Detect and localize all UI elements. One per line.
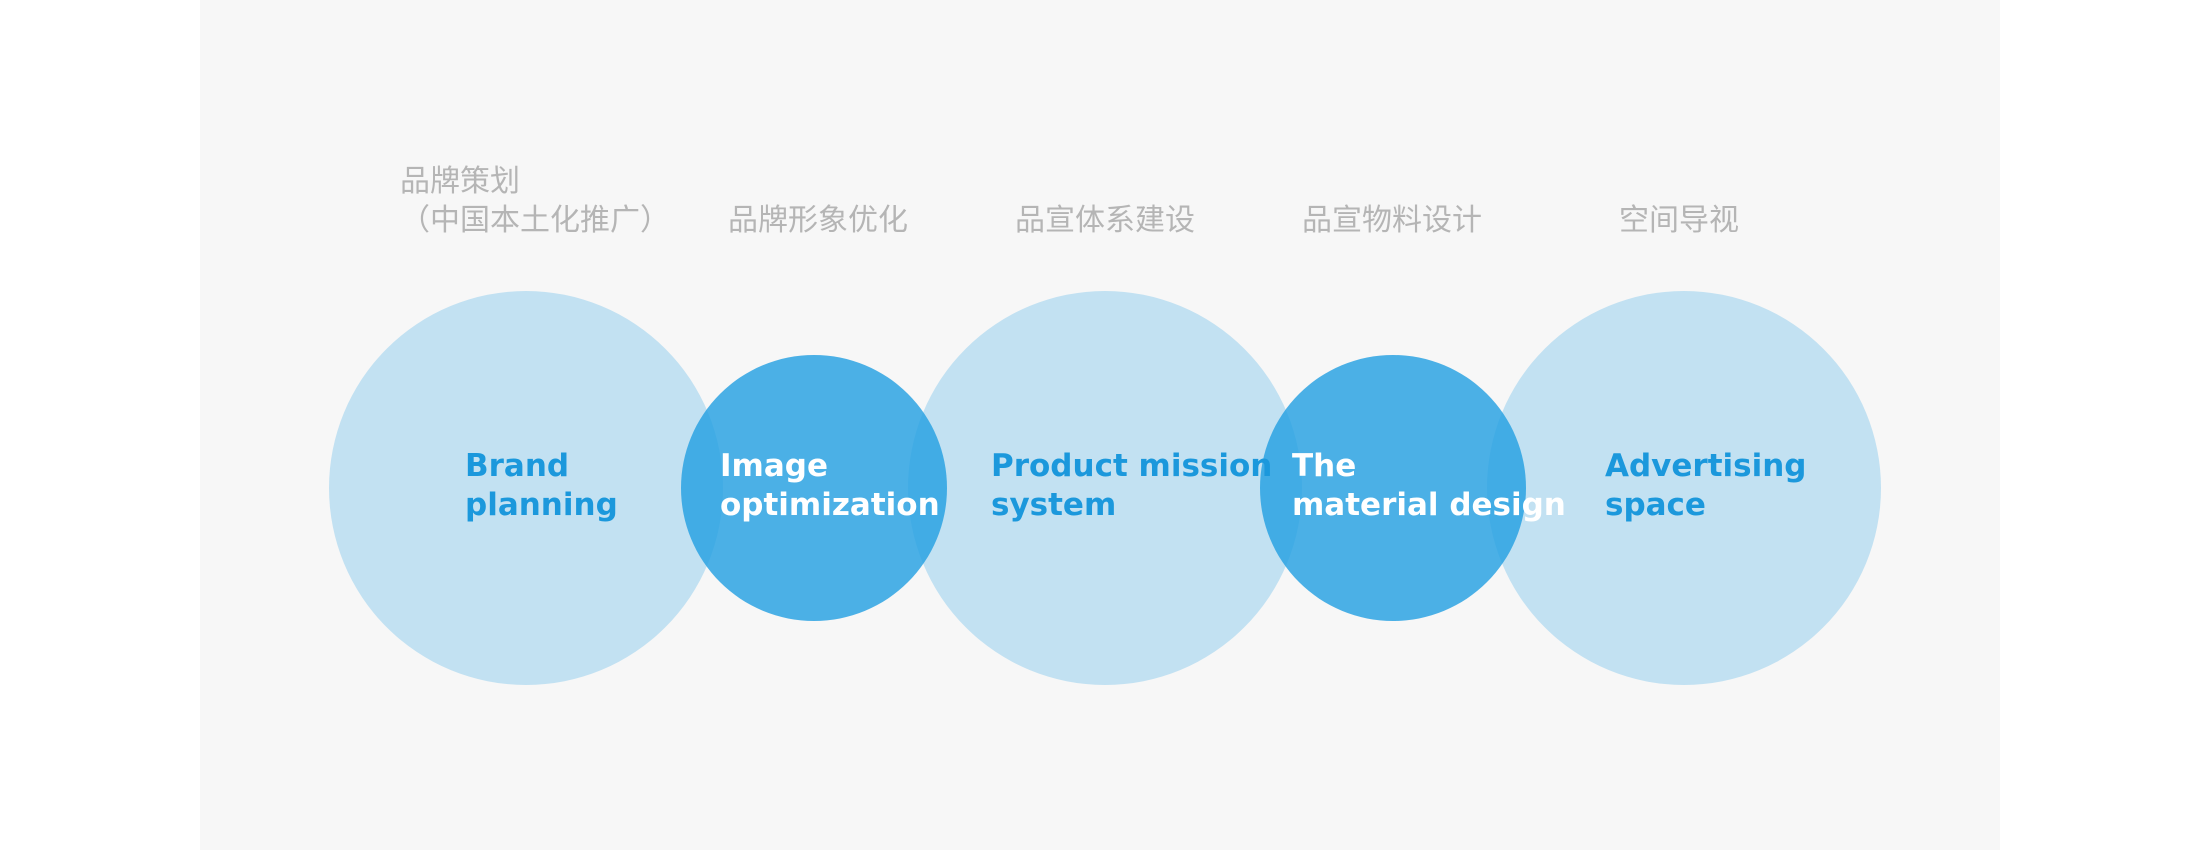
stage-3-en-line-2: system [991, 487, 1117, 523]
stage-3-circle [908, 291, 1302, 685]
stage-1-en-label: Brand planning [465, 447, 618, 525]
stage-1-en-line-1: Brand [465, 448, 570, 484]
stage-3-zh-label: 品宣体系建设 [1015, 201, 1195, 240]
stage-4-circle [1260, 355, 1526, 621]
stage-5-en-label: Advertising space [1605, 447, 1807, 525]
stage-2-zh-label: 品牌形象优化 [728, 201, 908, 240]
stage-3-en-label: Product mission system [991, 447, 1272, 525]
stage-4-en-line-1: The [1292, 448, 1357, 484]
stage-3-en-line-1: Product mission [991, 448, 1273, 484]
stage-2-en-label: Image optimization [720, 447, 940, 525]
stage-1-circle [329, 291, 723, 685]
stage-5-zh-line-1: 空间导视 [1619, 203, 1739, 238]
stage-4-en-line-2: material design [1292, 487, 1566, 523]
stage-2-en-line-1: Image [720, 448, 828, 484]
stage-3-zh-line-1: 品宣体系建设 [1015, 203, 1195, 238]
stage-4-zh-line-1: 品宣物料设计 [1302, 203, 1482, 238]
stage-4-en-label: The material design [1292, 447, 1566, 525]
stage-1-zh-line-1: 品牌策划 [400, 164, 520, 199]
stage-5-en-line-2: space [1605, 487, 1706, 523]
stage-4-zh-label: 品宣物料设计 [1302, 201, 1482, 240]
stage-1-en-line-2: planning [465, 487, 618, 523]
stage-2-circle [681, 355, 947, 621]
stage-5-en-line-1: Advertising [1605, 448, 1807, 484]
stage-5-zh-label: 空间导视 [1619, 201, 1739, 240]
stage-2-zh-line-1: 品牌形象优化 [728, 203, 908, 238]
stage-2-en-line-2: optimization [720, 487, 940, 523]
process-diagram: 品牌策划 （中国本土化推广） 品牌形象优化 品宣体系建设 品宣物料设计 空间导视… [200, 0, 2000, 850]
stage-5-circle [1487, 291, 1881, 685]
stage-1-zh-line-2: （中国本土化推广） [400, 203, 670, 238]
stage-1-zh-label: 品牌策划 （中国本土化推广） [400, 162, 670, 240]
